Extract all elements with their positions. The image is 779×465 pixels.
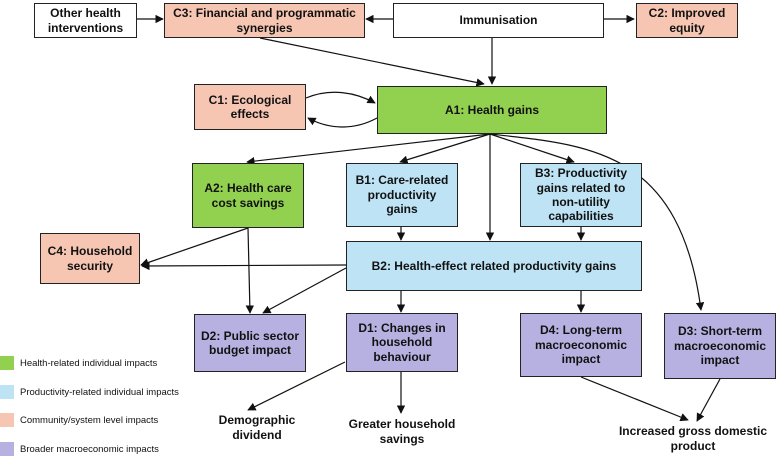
legend-item-productivity: Productivity-related individual impacts [0,385,179,399]
node-label: C4: Household security [47,244,133,273]
node-b2-health-effect-productivity: B2: Health-effect related productivity g… [346,241,642,291]
node-c3-financial-synergies: C3: Financial and programmatic synergies [164,3,365,38]
node-d1-household-behaviour: D1: Changes in household behaviour [346,313,458,372]
node-label: Other health interventions [47,6,124,35]
legend-item-macroeconomic: Broader macroeconomic impacts [0,442,159,456]
node-other-health-interventions: Other health interventions [34,3,137,38]
arrow-d3-to-gdp [696,378,721,422]
arrow-a1-to-c1 [307,117,378,128]
arrow-d1-to-demographic [247,361,346,411]
legend-swatch-health [0,356,14,370]
node-immunisation: Immunisation [393,3,604,38]
node-c1-ecological-effects: C1: Ecological effects [194,84,306,130]
outcome-household-savings: Greater household savings [348,417,456,446]
node-label: C1: Ecological effects [208,92,292,121]
node-label: D3: Short-term macroeconomic impact [673,324,767,368]
arrow-c3-to-a1 [259,37,485,87]
node-d4-long-term-macro: D4: Long-term macroeconomic impact [520,313,642,377]
arrow-b2-to-d2 [262,267,347,314]
legend-label-health: Health-related individual impacts [20,357,158,369]
node-label: Immunisation [459,13,538,28]
legend-label-community: Community/system level impacts [20,414,159,426]
arrow-a1-to-b1 [399,133,491,164]
node-label: B1: Care-related productivity gains [355,173,449,217]
node-label: C3: Financial and programmatic synergies [173,6,356,35]
legend-swatch-community [0,413,14,427]
arrow-a2-to-c4 [140,227,249,267]
arrow-a2-to-d2 [245,227,255,314]
legend-label-macroeconomic: Broader macroeconomic impacts [20,443,159,455]
node-label: D4: Long-term macroeconomic impact [534,323,628,367]
node-label: D1: Changes in household behaviour [358,320,446,364]
node-label: B3: Productivity gains related to non-ut… [534,166,627,224]
legend-item-health: Health-related individual impacts [0,356,157,370]
arrow-b2-to-c4 [141,261,347,271]
node-b1-care-related-productivity: B1: Care-related productivity gains [346,163,458,227]
node-label: A1: Health gains [444,102,540,117]
outcome-demographic-dividend: Demographic dividend [218,413,296,442]
outcome-gross-domestic-product: Increased gross domestic product [618,424,768,453]
node-c2-improved-equity: C2: Improved equity [636,3,738,38]
legend-item-community: Community/system level impacts [0,413,158,427]
legend-label-productivity: Productivity-related individual impacts [20,386,179,398]
node-d2-public-sector-budget: D2: Public sector budget impact [194,314,306,372]
arrow-a1-to-a2 [246,133,491,166]
legend-swatch-productivity [0,385,14,399]
arrow-c1-to-a1 [305,91,376,104]
node-d3-short-term-macro: D3: Short-term macroeconomic impact [664,313,776,379]
node-a1-health-gains: A1: Health gains [377,86,607,134]
arrow-a1-to-b3 [489,133,575,164]
node-b3-non-utility-productivity: B3: Productivity gains related to non-ut… [520,163,642,227]
node-label: D2: Public sector budget impact [200,328,300,357]
arrow-d4-to-gdp [580,376,689,422]
node-c4-household-security: C4: Household security [40,233,140,284]
node-a2-health-care-cost-savings: A2: Health care cost savings [192,163,304,228]
node-label: A2: Health care cost savings [204,181,292,210]
legend-swatch-macroeconomic [0,442,14,456]
node-label: C2: Improved equity [648,6,726,35]
node-label: B2: Health-effect related productivity g… [371,258,617,273]
